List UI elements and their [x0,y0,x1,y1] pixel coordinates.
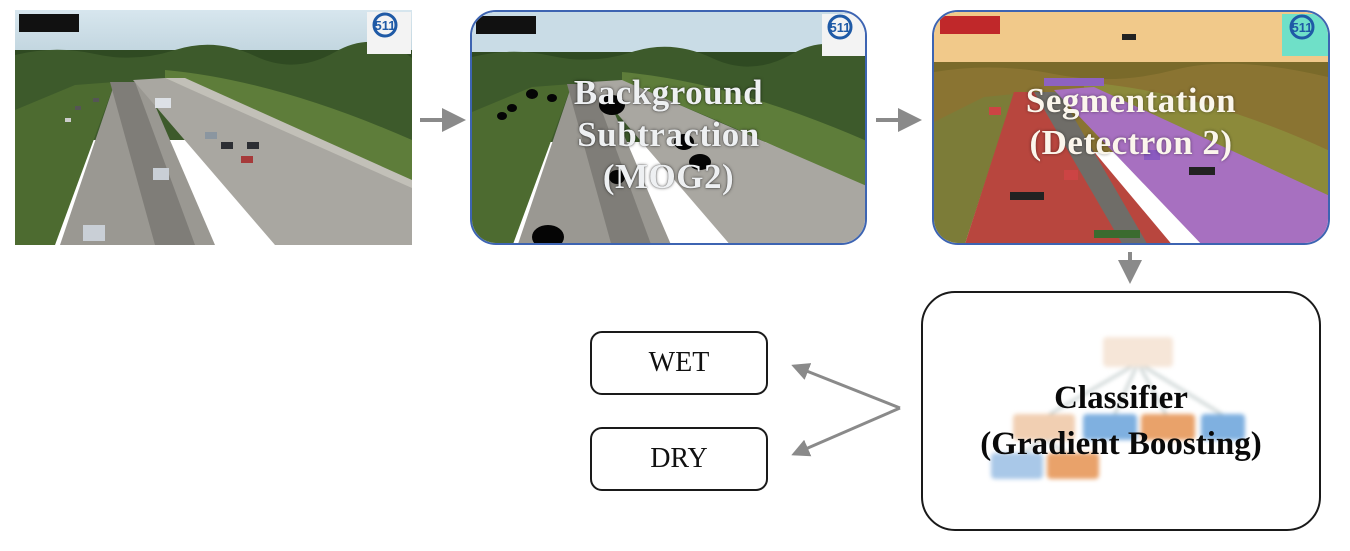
segmentation-frame: 511 Segmentation (Detectron 2) [932,10,1330,245]
mog2-highway-image: 511 [472,12,865,243]
background-subtraction-label: Background Subtraction (MOG2) [472,72,865,198]
classifier-subtitle: (Gradient Boosting) [980,426,1262,462]
logo-511: 511 [830,20,851,35]
classifier-title: Classifier [1054,380,1188,416]
output-dry-box: DRY [590,427,768,491]
label-line: Subtraction [577,115,760,154]
decision-tree-graphic [991,337,1245,479]
output-wet-box: WET [590,331,768,395]
background-subtraction-frame: 511 Background Subtraction (MOG2) [470,10,867,245]
arrow-classifier-to-wet [791,363,901,410]
label-line: Background [573,73,764,112]
segmentation-highway-image: 511 [934,12,1328,243]
logo-511: 511 [1292,20,1313,35]
label-line: (Detectron 2) [1029,123,1233,162]
label-line: Segmentation [1025,81,1237,120]
classifier-label: Classifier (Gradient Boosting) [923,375,1319,467]
segmentation-label: Segmentation (Detectron 2) [934,80,1328,164]
logo-511: 511 [375,18,396,33]
arrow-classifier-to-dry [791,406,901,457]
classifier-box: Classifier (Gradient Boosting) [921,291,1321,531]
label-line: (MOG2) [602,157,735,196]
raw-highway-image: 511 [15,10,412,245]
output-wet-label: WET [648,347,710,378]
output-dry-label: DRY [650,443,708,474]
raw-camera-frame: 511 [15,10,412,245]
